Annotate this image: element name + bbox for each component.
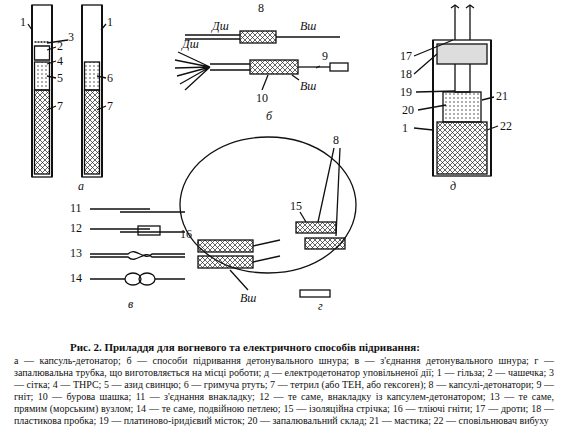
callout-number: 7 <box>107 100 113 113</box>
callout-number: 21 <box>496 90 508 103</box>
detonator-a-left <box>32 5 52 177</box>
electric-detonator-d <box>414 5 498 176</box>
callout-number: 20 <box>402 104 414 117</box>
callout-number: 9 <box>322 50 328 63</box>
callout-number: 6 <box>107 72 113 85</box>
method-b <box>175 31 348 90</box>
callout-number: 15 <box>290 200 302 213</box>
callout-number: 2 <box>57 40 63 53</box>
callout-number: 3 <box>68 31 74 44</box>
callout-number: 18 <box>400 68 412 81</box>
figure-title: Рис. 2. Приладдя для вогневого та електр… <box>70 341 550 354</box>
callout-number: 22 <box>500 120 512 133</box>
callout-number: а <box>78 180 84 193</box>
callout-number: в <box>128 298 133 311</box>
callout-number: Вш <box>300 20 316 33</box>
callout-number: 19 <box>400 86 412 99</box>
callout-number: б <box>266 110 272 123</box>
joints-v <box>90 209 185 285</box>
callout-number: г <box>318 300 323 313</box>
callout-number: Вш <box>300 80 316 93</box>
callout-number: 8 <box>258 2 264 15</box>
detonator-a-right <box>82 5 102 177</box>
callout-number: д <box>450 180 456 193</box>
callout-number: 17 <box>400 50 412 63</box>
callout-number: Дш <box>212 20 229 33</box>
callout-number: Дш <box>182 38 199 51</box>
callout-number: 1 <box>107 16 113 29</box>
callout-number: 4 <box>57 55 63 68</box>
callout-number: Вш <box>240 292 256 305</box>
callout-number: 1 <box>20 16 26 29</box>
callout-number: 1 <box>402 122 408 135</box>
callout-number: 7 <box>57 100 63 113</box>
callout-number: 11 <box>70 202 82 215</box>
callout-number: 5 <box>57 72 63 85</box>
figure-caption: а — капсуль-детонатор; б — способи підри… <box>14 355 554 427</box>
callout-number: 12 <box>70 222 82 235</box>
callout-number: 8 <box>333 134 339 147</box>
fuse-tube-g <box>180 137 356 297</box>
callout-number: 10 <box>256 92 268 105</box>
callout-number: 16 <box>180 228 192 241</box>
callout-number: 14 <box>70 272 82 285</box>
callout-number: 13 <box>70 247 82 260</box>
